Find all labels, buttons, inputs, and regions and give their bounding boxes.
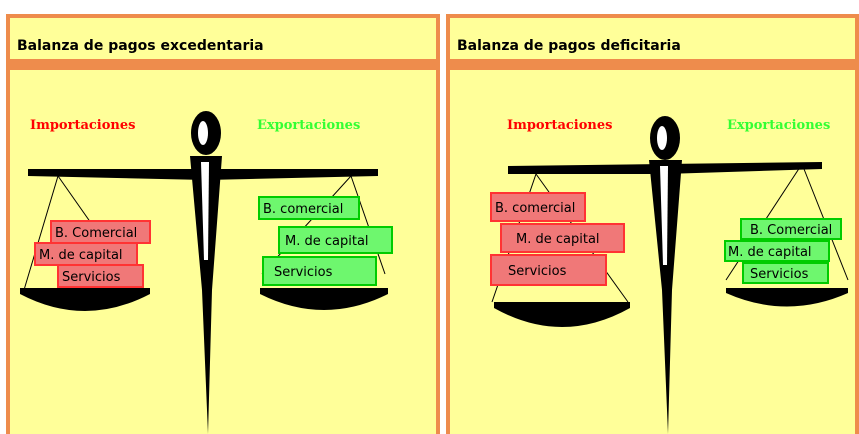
surplus-header: Balanza de pagos excedentaria <box>10 18 436 59</box>
surplus-diagram: Importaciones Exportaciones B. Comercial… <box>10 70 436 434</box>
surplus-export-box: B. comercial <box>258 196 360 220</box>
surplus-export-box: M. de capital <box>278 226 393 254</box>
deficit-export-box: M. de capital <box>724 240 830 262</box>
deficit-diagram: Importaciones Exportaciones B. comercial… <box>450 70 855 434</box>
surplus-imports-label: Importaciones <box>30 118 136 133</box>
surplus-import-box: Servicios <box>57 264 144 288</box>
surplus-panel: Balanza de pagos excedentaria <box>6 14 440 434</box>
deficit-import-box: M. de capital <box>500 223 625 253</box>
surplus-export-box: Servicios <box>262 256 377 286</box>
surplus-title: Balanza de pagos excedentaria <box>17 38 264 54</box>
deficit-export-box: Servicios <box>742 262 829 284</box>
surplus-scale-drawing <box>20 111 388 434</box>
deficit-export-box: B. Comercial <box>740 218 842 240</box>
deficit-exports-label: Exportaciones <box>727 118 831 133</box>
deficit-import-box: Servicios <box>490 254 607 286</box>
deficit-title: Balanza de pagos deficitaria <box>457 38 681 54</box>
deficit-panel: Balanza de pagos deficitaria <box>446 14 859 434</box>
deficit-import-box: B. comercial <box>490 192 586 222</box>
surplus-scale-icon <box>20 111 388 434</box>
surplus-import-box: M. de capital <box>34 242 138 266</box>
surplus-exports-label: Exportaciones <box>257 118 361 133</box>
deficit-imports-label: Importaciones <box>507 118 613 133</box>
deficit-header: Balanza de pagos deficitaria <box>450 18 855 59</box>
surplus-import-box: B. Comercial <box>50 220 151 244</box>
